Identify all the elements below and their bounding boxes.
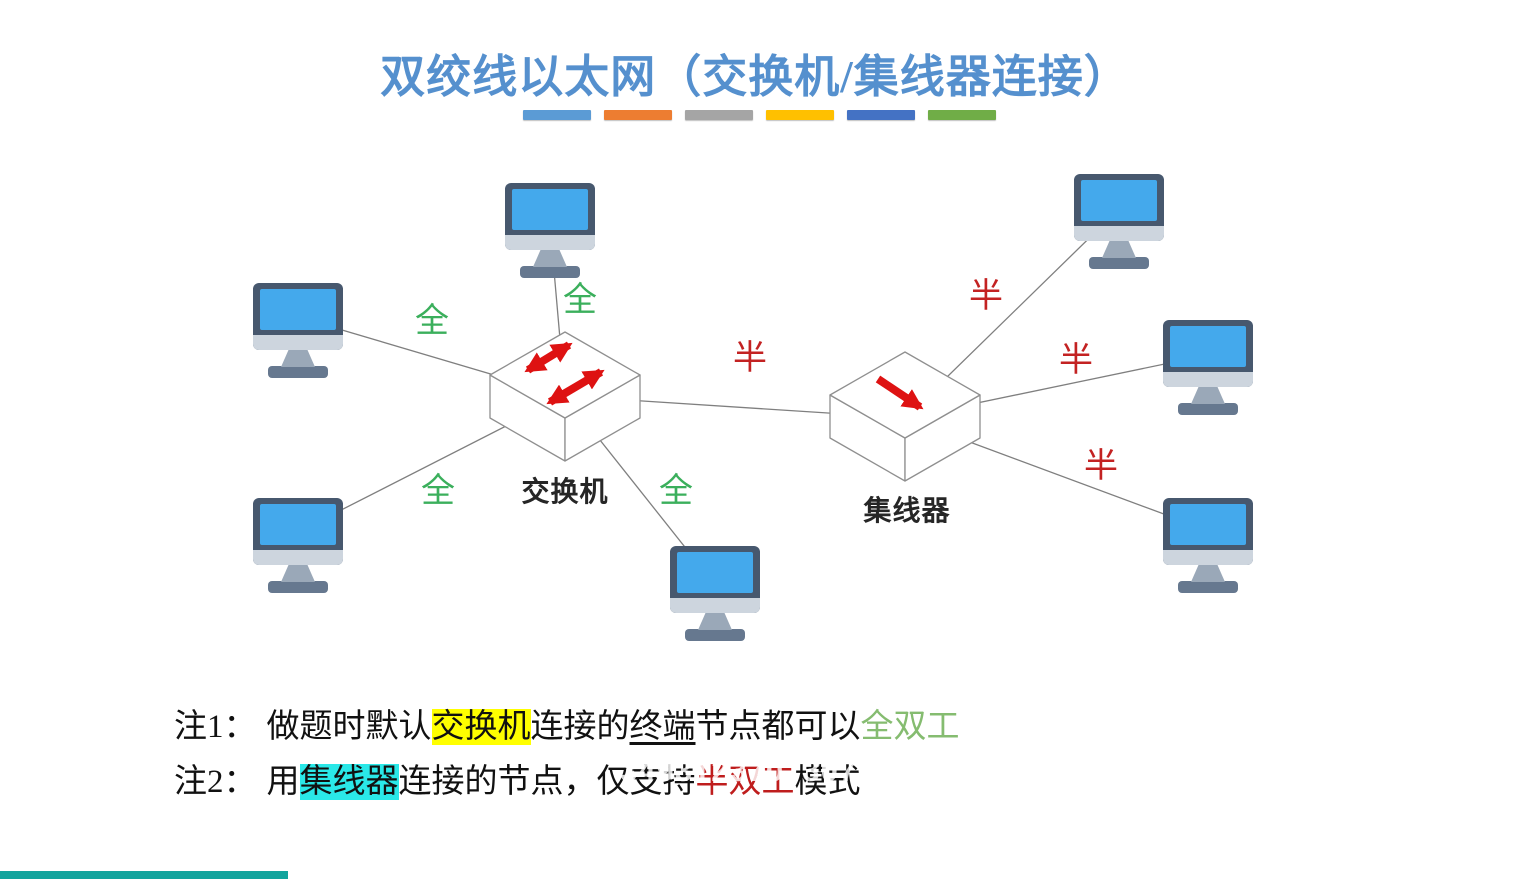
divider-bar-blue	[523, 110, 591, 120]
divider-bar-orange	[604, 110, 672, 120]
full-duplex-label: 全	[659, 473, 693, 510]
monitor	[1074, 174, 1164, 241]
half-duplex-label: 半	[1084, 448, 1118, 485]
full-duplex-arrows	[524, 341, 605, 406]
note-2-text: 连接的节点，仅支持	[398, 764, 696, 800]
note-2: 注2：用集线器连接的节点，仅支持半双工模式	[174, 755, 960, 810]
note-2-text: 模式	[794, 764, 861, 800]
note-1: 注1：做题时默认交换机连接的终端节点都可以全双工	[174, 700, 960, 755]
note-2-highlight-hub: 集线器	[299, 764, 399, 800]
full-duplex-label: 全	[563, 282, 597, 319]
note-2-prefix: 注2：	[174, 764, 257, 800]
half-duplex-arrow	[875, 375, 924, 411]
monitor	[670, 546, 760, 613]
note-1-highlight-switch: 交换机	[431, 709, 531, 745]
half-duplex-label: 半	[1059, 342, 1093, 379]
hub-box	[829, 351, 981, 482]
footer-accent-bar	[0, 871, 288, 879]
monitor	[1163, 498, 1253, 565]
half-duplex-label: 半	[733, 340, 767, 377]
watermark-name: 骆-槑	[763, 741, 828, 769]
note-1-text: 节点都可以	[695, 709, 861, 745]
watermark-number: 3493123707307535	[620, 753, 912, 788]
switch-label: 交换机	[521, 476, 609, 507]
full-duplex-label: 全	[415, 303, 449, 340]
full-duplex-label: 全	[421, 473, 455, 510]
half-duplex-label: 半	[969, 278, 1003, 315]
page-title: 双绞线以太网（交换机/集线器连接）	[380, 52, 1130, 102]
divider-bar-gold	[766, 110, 834, 120]
computer-icon-bottomright	[1163, 498, 1253, 593]
divider-bar-gray	[685, 110, 753, 120]
note-1-text: 连接的	[530, 709, 630, 745]
note-1-prefix: 注1：	[174, 709, 257, 745]
computer-icon-topright	[1074, 174, 1164, 269]
computer-icon-top	[505, 183, 595, 278]
note-1-underline-terminal: 终端	[629, 709, 696, 745]
hub-label: 集线器	[863, 495, 951, 526]
divider-bar-navy	[847, 110, 915, 120]
computer-icon-bottomleft	[253, 498, 343, 593]
note-1-text: 做题时默认	[266, 709, 432, 745]
computer-icon-bottomcenter	[670, 546, 760, 641]
title-divider-bars	[523, 110, 996, 120]
notes-block: 注1：做题时默认交换机连接的终端节点都可以全双工 注2：用集线器连接的节点，仅支…	[174, 700, 960, 810]
note-1-full-duplex: 全双工	[860, 709, 960, 745]
computer-icon-left	[253, 283, 343, 378]
switch-box	[489, 331, 641, 462]
divider-bar-green	[928, 110, 996, 120]
monitor	[253, 283, 343, 350]
note-2-half-duplex: 半双工	[695, 764, 795, 800]
note-2-text: 用	[266, 764, 300, 800]
monitor	[253, 498, 343, 565]
monitor	[1163, 320, 1253, 387]
monitor	[505, 183, 595, 250]
computer-icon-right	[1163, 320, 1253, 415]
